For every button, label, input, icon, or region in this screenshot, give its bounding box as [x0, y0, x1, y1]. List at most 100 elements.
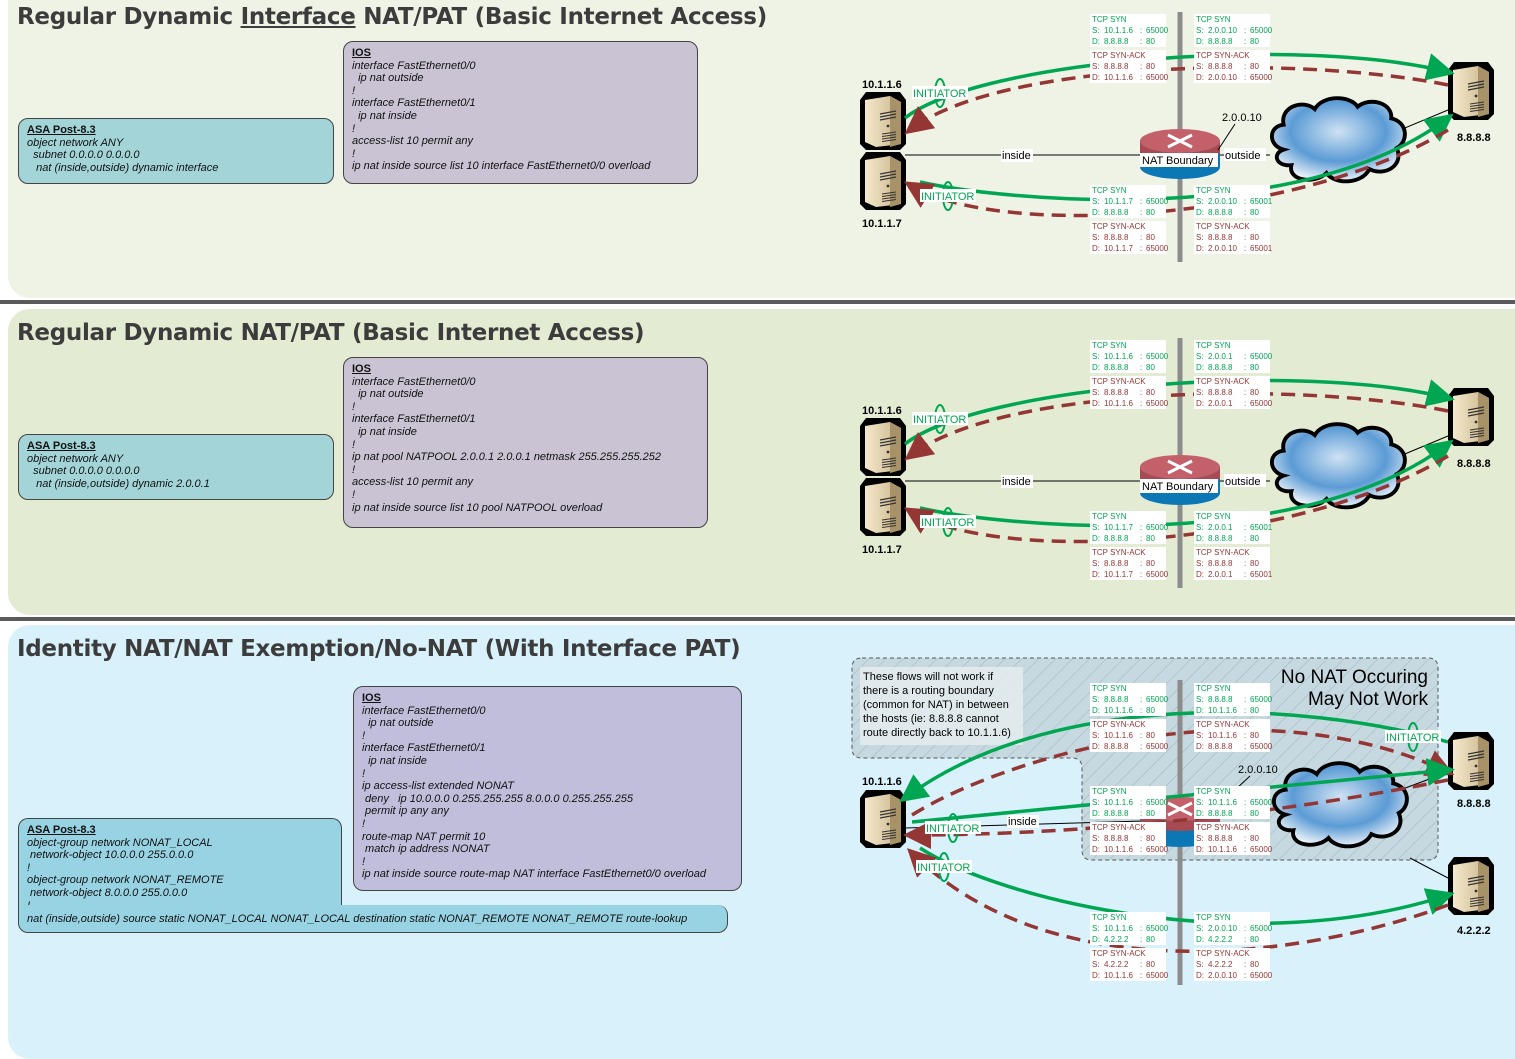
packet-src-ip: 4.2.2.2 — [1104, 960, 1129, 969]
packet-src-label: S: — [1196, 798, 1204, 807]
server-vent — [1469, 774, 1485, 777]
packet-sep: : — [1244, 742, 1246, 751]
server-vent — [881, 460, 897, 463]
packet-src-ip: 8.8.8.8 — [1208, 233, 1233, 242]
packet-type: TCP SYN-ACK — [1196, 377, 1250, 386]
packet-dst-label: D: — [1196, 37, 1204, 46]
server-vent — [1469, 771, 1485, 775]
host-label: 4.2.2.2 — [1457, 925, 1491, 937]
packet-sep: : — [1244, 534, 1246, 543]
packet-src-label: S: — [1196, 26, 1204, 35]
server-icon — [1448, 388, 1494, 446]
server-side — [1478, 736, 1489, 787]
packet-sep: : — [1140, 935, 1142, 944]
packet-box — [1194, 185, 1270, 218]
server-vent — [881, 522, 897, 526]
packet-src-port: 65000 — [1250, 924, 1273, 933]
inside-label: inside — [1002, 150, 1031, 162]
packet-box — [1090, 50, 1166, 83]
title-emphasis: Interface — [240, 4, 356, 30]
server-vent — [1469, 430, 1485, 433]
packet-src-label: S: — [1092, 523, 1100, 532]
packet-src-ip: 8.8.8.8 — [1208, 834, 1233, 843]
config-line: interface FastEthernet0/1 — [352, 413, 476, 426]
server-vent — [879, 176, 897, 181]
synack-flow-arrow — [907, 848, 1449, 953]
config-line: object network ANY — [27, 452, 124, 465]
packet-dst-ip: 8.8.8.8 — [1208, 534, 1233, 543]
config-line: network-object 10.0.0.0 255.0.0.0 — [27, 849, 194, 862]
packet-sep: : — [1140, 73, 1142, 82]
packet-dst-label: D: — [1196, 935, 1204, 944]
packet-type: TCP SYN — [1092, 787, 1127, 796]
warning-note-line: there is a routing boundary — [863, 685, 994, 697]
config-line: ! — [352, 463, 356, 476]
server-vent — [879, 113, 897, 118]
server-vent — [1467, 80, 1485, 85]
packet-src-port: 65000 — [1250, 695, 1273, 704]
host-label: 10.1.1.7 — [862, 218, 902, 230]
packet-dst-port: 65000 — [1146, 971, 1169, 980]
packet-type: TCP SYN — [1196, 341, 1231, 350]
config-line: object-group network NONAT_LOCAL — [27, 836, 213, 849]
label-bg — [1140, 153, 1218, 167]
label-bg — [1001, 149, 1033, 162]
packet-type: TCP SYN — [1196, 913, 1231, 922]
label-bg — [1224, 474, 1266, 487]
callout-line — [1217, 123, 1236, 151]
server-vent — [879, 110, 897, 115]
packet-dst-ip: 8.8.8.8 — [1104, 742, 1129, 751]
title-text: Regular Dynamic — [17, 4, 241, 30]
config-line: ip nat outside — [362, 717, 434, 730]
packet-type: TCP SYN — [1196, 15, 1231, 24]
packet-dst-port: 65000 — [1146, 742, 1169, 751]
internet-cloud-icon — [1269, 422, 1407, 510]
packet-src-port: 80 — [1250, 731, 1259, 740]
server-vent — [1467, 881, 1485, 886]
packet-type: TCP SYN — [1092, 512, 1127, 521]
server-vent — [1469, 779, 1485, 782]
config-line: ! — [352, 488, 356, 501]
packet-src-ip: 2.0.0.10 — [1208, 924, 1237, 933]
packet-dst-label: D: — [1196, 570, 1204, 579]
packet-sep: : — [1244, 834, 1246, 843]
packet-dst-ip: 4.2.2.2 — [1104, 935, 1129, 944]
packet-src-label: S: — [1196, 233, 1204, 242]
packet-dst-label: D: — [1196, 845, 1204, 854]
section-divider — [0, 300, 1515, 304]
packet-dst-label: D: — [1196, 73, 1204, 82]
packet-type: TCP SYN — [1092, 341, 1127, 350]
packet-src-label: S: — [1092, 834, 1100, 843]
packet-src-label: S: — [1196, 352, 1204, 361]
packet-box — [1090, 683, 1166, 716]
no-nat-subtitle: May Not Work — [1308, 689, 1429, 710]
packet-sep: : — [1244, 924, 1246, 933]
packet-type: TCP SYN-ACK — [1196, 949, 1250, 958]
server-vent — [881, 139, 897, 142]
packet-sep: : — [1140, 352, 1142, 361]
syn-flow-arrow — [899, 710, 1449, 803]
server-led — [1474, 889, 1478, 893]
packet-dst-port: 80 — [1146, 363, 1155, 372]
packet-src-port: 65001 — [1250, 197, 1273, 206]
packet-sep: : — [1244, 731, 1246, 740]
packet-src-ip: 10.1.1.6 — [1104, 352, 1133, 361]
initiator-bg — [912, 412, 968, 425]
packet-sep: : — [1244, 352, 1246, 361]
packet-dst-port: 65000 — [1250, 399, 1273, 408]
packet-dst-port: 80 — [1146, 706, 1155, 715]
server-icon — [860, 790, 906, 848]
config-line: ! — [352, 84, 356, 97]
packet-box — [1194, 719, 1270, 752]
config-line: ip nat inside source list 10 pool NATPOO… — [352, 501, 603, 514]
packet-type: TCP SYN-ACK — [1196, 222, 1250, 231]
packet-box — [1090, 786, 1166, 819]
server-vent — [1467, 409, 1485, 414]
packet-src-port: 80 — [1250, 233, 1259, 242]
server-vent — [1469, 899, 1485, 902]
packet-sep: : — [1244, 399, 1246, 408]
packet-box — [1194, 822, 1270, 855]
packet-dst-label: D: — [1092, 399, 1100, 408]
